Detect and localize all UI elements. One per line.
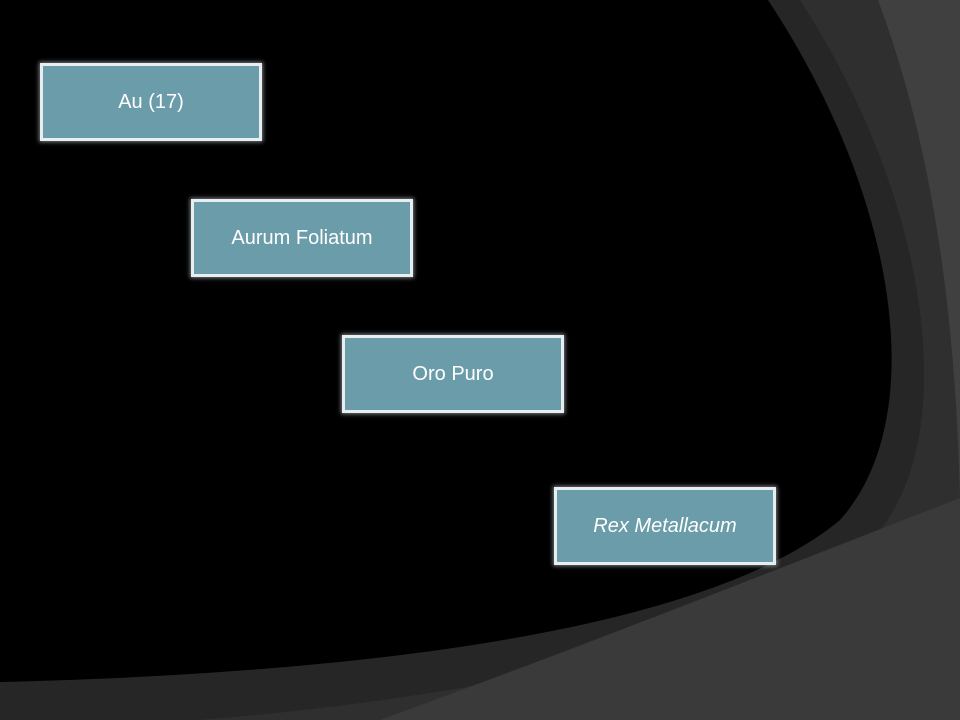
node-label: Au (17): [118, 90, 184, 113]
node-aurum-foliatum: Aurum Foliatum: [191, 199, 413, 277]
node-label: Rex Metallacum: [593, 514, 737, 537]
node-au-17: Au (17): [40, 63, 262, 141]
arc-band-right-wedge: [878, 0, 960, 498]
arc-band-lower-wedge: [380, 498, 960, 720]
node-oro-puro: Oro Puro: [342, 335, 564, 413]
node-label: Oro Puro: [412, 362, 494, 385]
node-rex-metallacum: Rex Metallacum: [554, 487, 776, 565]
node-label: Aurum Foliatum: [231, 226, 373, 249]
